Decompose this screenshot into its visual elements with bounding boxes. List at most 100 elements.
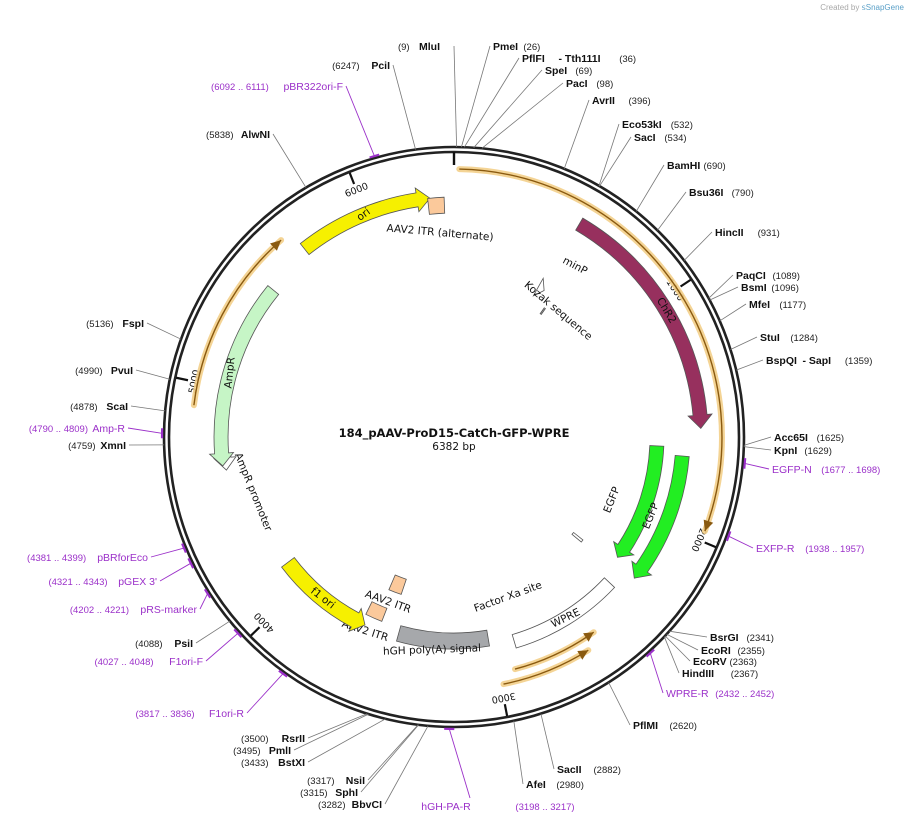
enzyme-name: RsrII — [282, 733, 305, 745]
enzyme-avrii[interactable]: AvrII(396) — [592, 95, 651, 107]
enzyme-sacii[interactable]: SacII(2882) — [557, 764, 621, 776]
enzyme-saci[interactable]: SacI(534) — [634, 132, 687, 144]
primer-pbrforeco[interactable]: pBRforEco(4381 .. 4399) — [27, 552, 148, 564]
enzyme-name: KpnI — [774, 445, 797, 457]
primer-f1ori-r[interactable]: F1ori-R(3817 .. 3836) — [135, 708, 244, 720]
enzyme-name: PaqCI — [736, 270, 766, 282]
enzyme-psii[interactable]: PsiI(4088) — [135, 638, 193, 650]
enzyme-nsii[interactable]: NsiI(3317) — [307, 775, 365, 787]
enzyme-position: (26) — [523, 42, 540, 53]
enzyme-leader — [736, 359, 764, 371]
enzyme-position: (931) — [758, 228, 780, 239]
enzyme-position: (1625) — [817, 433, 844, 444]
enzyme-leader — [608, 682, 631, 726]
enzyme-position: (2882) — [594, 765, 621, 776]
primer-leader — [728, 535, 754, 549]
tick-mark — [176, 376, 189, 382]
enzyme-pflmi[interactable]: PflMI(2620) — [633, 720, 697, 732]
enzyme-position: (1629) — [804, 446, 831, 457]
enzyme-bsu36i[interactable]: Bsu36I(790) — [689, 187, 754, 199]
enzyme-name: PacI — [566, 78, 588, 90]
enzyme-scai[interactable]: ScaI(4878) — [70, 401, 128, 413]
enzyme-rsrii[interactable]: RsrII(3500) — [241, 733, 305, 745]
primer-name: pBR322ori-F — [283, 81, 343, 93]
primer-pgex-3[interactable]: pGEX 3'(4321 .. 4343) — [48, 576, 157, 588]
primer-exfp-r[interactable]: EXFP-R(1938 .. 1957) — [756, 543, 864, 555]
enzyme-fspi[interactable]: FspI(5136) — [86, 318, 144, 330]
enzyme-leader — [135, 369, 170, 380]
enzyme-pmei[interactable]: PmeI(26) — [493, 41, 540, 53]
enzyme-ecorv[interactable]: EcoRV(2363) — [693, 656, 757, 668]
kozak-marker — [539, 307, 545, 315]
orf-line — [193, 239, 282, 406]
enzyme-leader — [307, 718, 386, 763]
enzyme-position: (690) — [704, 161, 726, 172]
enzyme-afei[interactable]: AfeI(2980) — [526, 779, 584, 791]
enzyme-name: BbvCI — [352, 799, 382, 811]
primer-f1ori-f[interactable]: F1ori-F(4027 .. 4048) — [94, 656, 203, 668]
feature-f1-ori — [281, 556, 366, 633]
enzyme-paci[interactable]: PacI(98) — [566, 78, 613, 90]
enzyme-leader — [657, 191, 687, 231]
primer-wpre-r[interactable]: WPRE-R(2432 .. 2452) — [666, 688, 774, 700]
primer-name: EGFP-N — [772, 464, 812, 476]
enzyme-mfei[interactable]: MfeI(1177) — [749, 299, 806, 311]
enzyme-name: EcoRI — [701, 645, 731, 657]
enzyme-bspqi[interactable]: BspQI(1359)- SapI — [766, 355, 872, 367]
enzyme-name: EcoRV — [693, 656, 727, 668]
primer-leader — [246, 673, 284, 714]
enzyme-position: (2363) — [730, 657, 757, 668]
tick-mark — [679, 278, 692, 288]
enzyme-eco53ki[interactable]: Eco53kI(532) — [622, 119, 693, 131]
primer-marker — [278, 669, 288, 678]
enzyme-sphi[interactable]: SphI(3315) — [300, 787, 358, 799]
enzyme-position: (1284) — [790, 333, 817, 344]
orf-arrowhead — [703, 519, 714, 532]
enzyme-ecori[interactable]: EcoRI(2355) — [701, 645, 765, 657]
enzyme-leader — [743, 446, 772, 451]
enzyme-leader — [130, 405, 166, 412]
enzyme-name: BsmI — [741, 282, 767, 294]
feature-wpre — [511, 577, 616, 649]
enzyme-hindiii[interactable]: HindIII(2367) — [682, 668, 758, 680]
enzyme-spei[interactable]: SpeI(69) — [545, 65, 592, 77]
enzyme-bstxi[interactable]: BstXI(3433) — [241, 757, 305, 769]
enzyme-bsmi[interactable]: BsmI(1096) — [741, 282, 799, 294]
feature-ampr — [208, 285, 280, 467]
primer-amp-r[interactable]: Amp-R(4790 .. 4809) — [29, 423, 126, 435]
primer-prs-marker[interactable]: pRS-marker(4202 .. 4221) — [70, 604, 198, 616]
enzyme-name: BstXI — [278, 757, 305, 769]
enzyme-leader — [683, 231, 713, 261]
enzyme-kpni[interactable]: KpnI (1629) — [774, 445, 832, 457]
primer-name: F1ori-F — [169, 656, 203, 668]
primer-marker — [725, 531, 732, 542]
plasmid-size: 6382 bp — [432, 441, 476, 453]
primer-range: (6092 .. 6111) — [211, 82, 269, 93]
enzyme-hincii[interactable]: HincII(931) — [715, 227, 780, 239]
primer-leader — [448, 728, 471, 799]
enzyme-acc65i[interactable]: Acc65I(1625) — [774, 432, 844, 444]
enzyme-paqci[interactable]: PaqCI (1089) — [736, 270, 800, 282]
feature-egfp — [631, 454, 690, 579]
enzyme-xmni[interactable]: XmnI(4759) — [68, 440, 126, 452]
primer-hgh-pa-r[interactable]: hGH-PA-R(3198 .. 3217) — [421, 801, 574, 813]
enzyme-stui[interactable]: StuI(1284) — [760, 332, 818, 344]
enzyme-pvui[interactable]: PvuI(4990) — [75, 365, 133, 377]
enzyme-alwni[interactable]: AlwNI(5838) — [206, 129, 270, 141]
primer-pbr322ori-f[interactable]: pBR322ori-F (6092 .. 6111) — [211, 81, 343, 93]
enzyme-bamhi[interactable]: BamHI(690) — [667, 160, 726, 172]
enzyme-pcii[interactable]: PciI(6247) — [332, 60, 390, 72]
primer-egfp-n[interactable]: EGFP-N(1677 .. 1698) — [772, 464, 880, 476]
enzyme-position: (2367) — [731, 669, 758, 680]
enzyme-mlui[interactable]: MluI(9) — [398, 41, 440, 53]
enzyme-name: NsiI — [346, 775, 365, 787]
enzyme-pflfi[interactable]: PflFI(36)- Tth111I — [522, 53, 636, 65]
enzyme-position: (396) — [629, 96, 651, 107]
enzyme-bbvci[interactable]: BbvCI(3282) — [318, 799, 382, 811]
enzyme-bsrgi[interactable]: BsrGI(2341) — [710, 632, 774, 644]
enzyme-position: (1089) — [773, 271, 800, 282]
enzyme-position: (2341) — [747, 633, 774, 644]
enzyme-pmli[interactable]: PmlI(3495) — [233, 745, 291, 757]
enzyme-name: PciI — [371, 60, 390, 72]
